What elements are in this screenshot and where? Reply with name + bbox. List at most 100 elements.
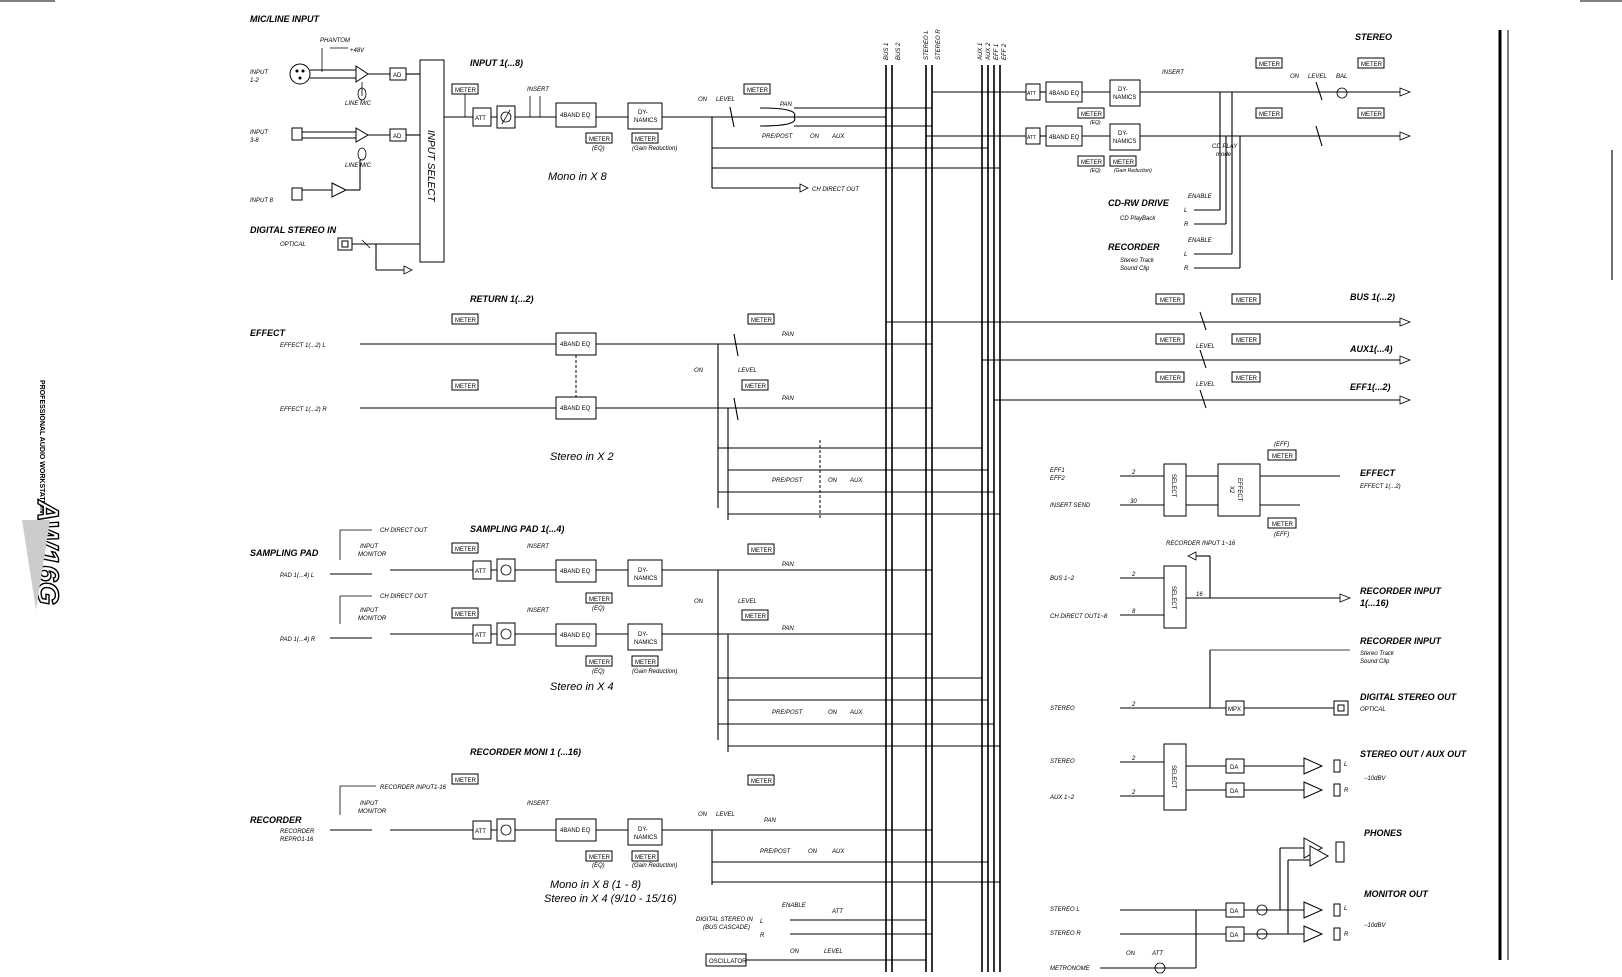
- svg-text:METER: METER: [589, 855, 611, 861]
- svg-text:DA: DA: [1230, 789, 1238, 795]
- svg-text:METER: METER: [455, 88, 477, 94]
- select-box: [1163, 743, 1187, 811]
- svg-text:ON: ON: [808, 849, 818, 855]
- svg-text:METER: METER: [1272, 522, 1294, 528]
- svg-text:STEREO R: STEREO R: [1050, 931, 1081, 937]
- svg-text:LEVEL: LEVEL: [716, 812, 735, 818]
- svg-text:PAN: PAN: [782, 332, 795, 338]
- svg-text:(EQ): (EQ): [592, 606, 605, 612]
- svg-text:2: 2: [1131, 470, 1136, 476]
- meter-box: [1155, 333, 1185, 345]
- svg-text:METER: METER: [455, 778, 477, 784]
- arrow-icon: [1399, 131, 1412, 141]
- svg-text:METER: METER: [589, 137, 611, 143]
- svg-text:ATT: ATT: [475, 569, 486, 575]
- svg-text:AUX 1~2: AUX 1~2: [1049, 795, 1075, 801]
- svg-text:METER: METER: [635, 855, 657, 861]
- svg-text:(EQ): (EQ): [592, 669, 605, 675]
- insert-label: INSERT: [527, 87, 550, 93]
- svg-text:OPTICAL: OPTICAL: [1360, 707, 1386, 713]
- recorder-input-2-title: RECORDER INPUT: [1360, 636, 1443, 646]
- svg-text:LEVEL: LEVEL: [738, 599, 757, 605]
- input-channel-title: INPUT 1(...8): [470, 58, 523, 68]
- svg-text:LEVEL: LEVEL: [1196, 382, 1215, 388]
- buffer-triangle-icon: [331, 182, 348, 198]
- svg-text:INSERT: INSERT: [1162, 70, 1185, 76]
- monitor-out-title: MONITOR OUT: [1364, 889, 1429, 899]
- svg-text:LEVEL: LEVEL: [1196, 344, 1215, 350]
- svg-text:MPX: MPX: [1228, 707, 1241, 713]
- dynamics-box: [627, 102, 663, 130]
- svg-text:PRE/POST: PRE/POST: [772, 710, 804, 716]
- meter-box: [1357, 57, 1385, 69]
- stereo-aux-out-title: STEREO OUT / AUX OUT: [1360, 749, 1468, 759]
- svg-text:OSCILLATOR: OSCILLATOR: [709, 959, 747, 965]
- out-amp-triangle-icon: [1303, 757, 1324, 775]
- svg-text:ON: ON: [1290, 74, 1300, 80]
- svg-text:AUX: AUX: [831, 134, 845, 140]
- svg-text:ENABLE: ENABLE: [1188, 194, 1213, 200]
- svg-text:4BAND EQ: 4BAND EQ: [1049, 91, 1080, 97]
- ch-direct-out-label-1: CH DIRECT OUT: [380, 528, 428, 534]
- meter-box: [1267, 449, 1297, 461]
- svg-text:SELECT: SELECT: [1170, 474, 1176, 498]
- arrow-icon: [1399, 87, 1412, 97]
- svg-text:LEVEL: LEVEL: [716, 97, 735, 103]
- svg-text:CD PlayBack: CD PlayBack: [1120, 216, 1156, 222]
- bus-label: EFF 1: [994, 44, 1000, 60]
- meter-box: [451, 542, 479, 554]
- svg-text:PRE/POST: PRE/POST: [760, 849, 792, 855]
- bus-label: BUS 2: [896, 42, 902, 60]
- effect-l-label: EFFECT 1(...2) L: [280, 343, 326, 349]
- svg-text:4BAND EQ: 4BAND EQ: [560, 828, 591, 834]
- svg-text:4BAND EQ: 4BAND EQ: [560, 342, 591, 348]
- stereo-out-title: STEREO: [1355, 32, 1392, 42]
- svg-text:METER: METER: [1160, 298, 1182, 304]
- svg-text:PAN: PAN: [782, 562, 795, 568]
- svg-text:(EFF): (EFF): [1274, 442, 1289, 448]
- arrow-icon: [1339, 593, 1352, 603]
- return-title: RETURN 1(...2): [470, 294, 534, 304]
- svg-text:METER: METER: [1113, 160, 1135, 166]
- sampling-title: SAMPLING PAD 1(...4): [470, 524, 564, 534]
- svg-text:METER: METER: [455, 612, 477, 618]
- svg-text:INSERT: INSERT: [527, 608, 550, 614]
- meter-box: [1231, 293, 1261, 305]
- svg-text:(EQ): (EQ): [1090, 120, 1101, 126]
- meter-box: [451, 773, 479, 785]
- digital-stereo-in-bus-label: DIGITAL STEREO IN(BUS CASCADE): [696, 917, 753, 931]
- bus-label: STEREO R: [936, 29, 942, 60]
- eq-box: [555, 623, 597, 647]
- svg-text:L: L: [760, 919, 763, 925]
- meter-box: [1231, 371, 1261, 383]
- meter-gr-box: [1109, 155, 1137, 167]
- meter-box: [747, 313, 775, 325]
- svg-text:STEREO: STEREO: [1050, 706, 1075, 712]
- phase-box: [496, 818, 516, 842]
- input-select-label: INPUT SELECT: [425, 130, 436, 203]
- svg-text:4BAND EQ: 4BAND EQ: [560, 569, 591, 575]
- svg-text:(Gain Reduction): (Gain Reduction): [632, 146, 677, 152]
- svg-text:R: R: [1344, 932, 1349, 938]
- svg-text:ATT: ATT: [831, 909, 844, 915]
- svg-text:DY-NAMICS: DY-NAMICS: [634, 632, 657, 646]
- effect-x2-box: [1217, 463, 1261, 517]
- out-amp-triangle-icon: [1303, 901, 1324, 919]
- bus-label: EFF 2: [1002, 43, 1008, 60]
- eq-box: [555, 559, 597, 583]
- svg-text:METER: METER: [1259, 62, 1281, 68]
- svg-text:BAL: BAL: [1336, 74, 1347, 80]
- svg-text:2: 2: [1131, 790, 1136, 796]
- meter-box: [741, 379, 769, 391]
- arrow-icon: [1399, 317, 1412, 327]
- select-box: [1163, 565, 1187, 629]
- svg-text:STEREO L: STEREO L: [1050, 907, 1080, 913]
- bus-label: AUX 1: [978, 43, 984, 61]
- svg-text:DY-NAMICS: DY-NAMICS: [1113, 87, 1136, 101]
- svg-text:(Gain Reduction): (Gain Reduction): [1114, 168, 1152, 174]
- svg-text:METER: METER: [751, 318, 773, 324]
